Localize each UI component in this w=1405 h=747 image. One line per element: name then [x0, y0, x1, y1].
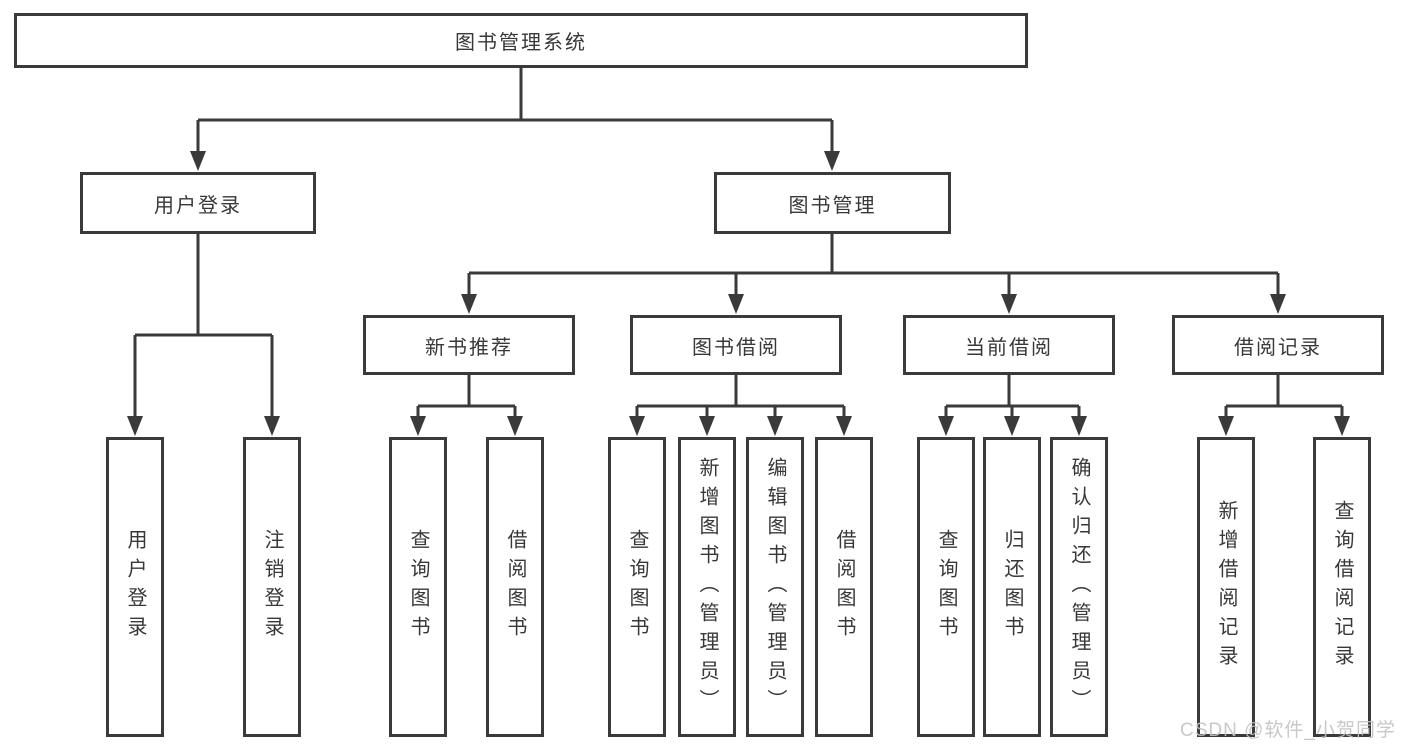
- leaf-add-borrow-record: 新增借阅记录: [1197, 437, 1255, 737]
- leaf-user-login: 用户登录: [106, 437, 164, 737]
- node-label: 用户登录: [154, 194, 242, 217]
- leaf-query-books-3: 查询图书: [917, 437, 975, 737]
- leaf-label: 查询借阅记录: [1331, 500, 1353, 674]
- leaf-logout: 注销登录: [243, 437, 301, 737]
- leaf-label: 查询图书: [935, 529, 957, 645]
- leaf-label: 新增借阅记录: [1215, 500, 1237, 674]
- leaf-label: 借阅图书: [833, 529, 855, 645]
- tree-edges: [133, 68, 1344, 418]
- csdn-watermark: CSDN @软件_小贺同学: [1180, 720, 1396, 741]
- leaf-label: 用户登录: [124, 529, 146, 645]
- leaf-confirm-return-admin: 确认归还（管理员）: [1050, 437, 1108, 737]
- leaf-label: 确认归还（管理员）: [1068, 456, 1090, 718]
- leaf-query-books-1: 查询图书: [389, 437, 447, 737]
- leaf-label: 归还图书: [1001, 529, 1023, 645]
- node-root-system: 图书管理系统: [14, 13, 1028, 68]
- leaf-query-borrow-record: 查询借阅记录: [1313, 437, 1371, 737]
- node-label: 图书借阅: [692, 336, 780, 359]
- leaf-return-books: 归还图书: [983, 437, 1041, 737]
- leaf-edit-books-admin: 编辑图书（管理员）: [746, 437, 804, 737]
- node-book-management-branch: 图书管理: [714, 172, 951, 234]
- node-borrowing-records: 借阅记录: [1172, 315, 1384, 375]
- node-root-label: 图书管理系统: [455, 32, 587, 54]
- leaf-query-books-2: 查询图书: [608, 437, 666, 737]
- leaf-label: 查询图书: [626, 529, 648, 645]
- leaf-borrow-books-2: 借阅图书: [815, 437, 873, 737]
- arrowheads: [127, 151, 1350, 436]
- leaf-label: 新增图书（管理员）: [696, 456, 718, 718]
- node-label: 借阅记录: [1234, 336, 1322, 359]
- leaf-label: 借阅图书: [504, 529, 526, 645]
- node-label: 当前借阅: [965, 336, 1053, 359]
- node-label: 新书推荐: [425, 336, 513, 359]
- node-user-login-branch: 用户登录: [80, 172, 316, 234]
- node-current-borrowing: 当前借阅: [903, 315, 1115, 375]
- node-new-book-recommend: 新书推荐: [363, 315, 575, 375]
- node-label: 图书管理: [788, 194, 877, 217]
- leaf-label: 查询图书: [407, 529, 429, 645]
- leaf-borrow-books-1: 借阅图书: [486, 437, 544, 737]
- leaf-label: 编辑图书（管理员）: [764, 456, 786, 718]
- leaf-label: 注销登录: [261, 529, 283, 645]
- leaf-add-books-admin: 新增图书（管理员）: [678, 437, 736, 737]
- node-book-borrowing: 图书借阅: [630, 315, 842, 375]
